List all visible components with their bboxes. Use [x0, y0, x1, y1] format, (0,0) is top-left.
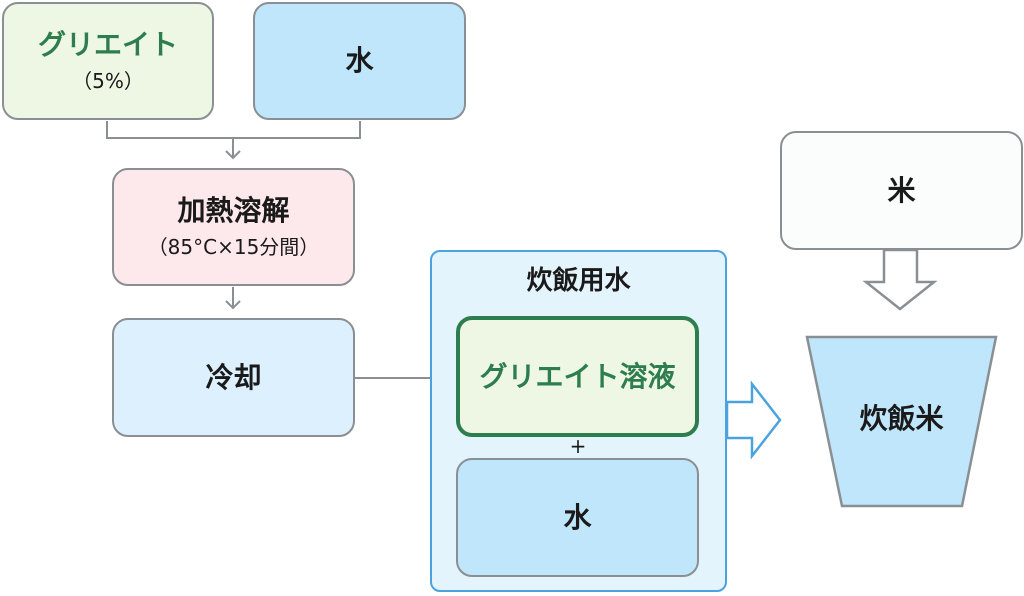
gliate-box: グリエイト （5%） [2, 2, 214, 120]
arrow-head-to-heat [225, 150, 241, 160]
gliate-sub: （5%） [72, 68, 144, 93]
gliate-solution-title: グリエイト溶液 [479, 359, 676, 393]
big-arrow-rice-down [862, 248, 938, 311]
rice-title: 米 [887, 173, 916, 207]
heat-sub: （85°C×15分間） [147, 234, 320, 259]
merge-connector [106, 121, 361, 139]
heat-title: 加熱溶解 [177, 194, 290, 228]
water-top-box: 水 [253, 2, 466, 120]
gliate-title: グリエイト [37, 28, 178, 62]
water-inner-box: 水 [456, 458, 699, 577]
cooked-rice-title: 炊飯米 [859, 402, 944, 435]
gliate-solution-box: グリエイト溶液 [456, 316, 699, 437]
heat-dissolve-box: 加熱溶解 （85°C×15分間） [112, 168, 355, 286]
cooked-rice-bowl-shape [805, 335, 998, 508]
cooking-water-title: 炊飯用水 [526, 266, 631, 296]
water-inner-title: 水 [563, 500, 592, 534]
big-arrow-to-cooked-rice [725, 380, 782, 460]
water-top-title: 水 [345, 44, 374, 78]
cool-title: 冷却 [205, 360, 262, 394]
arrow-head-to-cool [225, 300, 241, 310]
cool-box: 冷却 [112, 318, 355, 437]
plus-sign: + [569, 434, 587, 458]
rice-box: 米 [780, 131, 1023, 250]
